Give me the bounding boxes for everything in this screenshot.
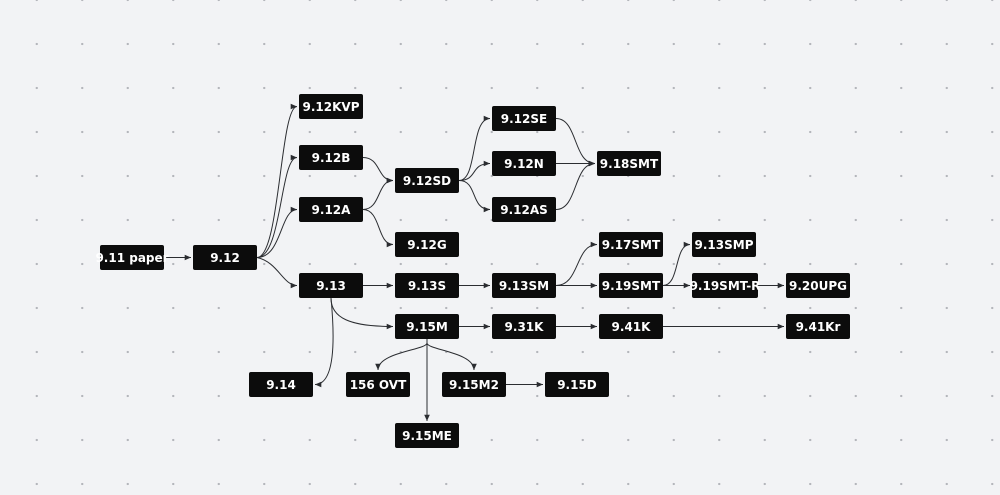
diagram-node[interactable]: 9.18SMT [597, 151, 661, 176]
edge-n12-n24 [314, 297, 334, 388]
diagram-node[interactable]: 9.12KVP [299, 94, 363, 119]
edge-n9-n10 [555, 160, 596, 210]
diagram-node[interactable]: 9.41K [599, 314, 663, 339]
diagram-node[interactable]: 9.13 [299, 273, 363, 298]
diagram-node[interactable]: 9.12B [299, 145, 363, 170]
edge-n20-n25 [375, 339, 428, 371]
diagram-node[interactable]: 9.13SMP [692, 232, 756, 257]
diagram-node[interactable]: 9.15ME [395, 423, 459, 448]
edge-n7-n10 [555, 118, 596, 167]
diagram-node[interactable]: 9.13S [395, 273, 459, 298]
diagram-node[interactable]: 156 OVT [346, 372, 410, 397]
edge-n2-n5 [256, 206, 298, 258]
edge-n14-n15 [555, 241, 598, 286]
diagram-node[interactable]: 9.11 paper [95, 245, 169, 270]
diagram-node[interactable]: 9.12G [395, 232, 459, 257]
edge-n6-n9 [458, 180, 491, 213]
diagram-node[interactable]: 9.41Kr [786, 314, 850, 339]
diagram-node[interactable]: 9.20UPG [786, 273, 850, 298]
diagram-node[interactable]: 9.15M [395, 314, 459, 339]
edge-n6-n8 [458, 160, 491, 181]
edge-n5-n11 [362, 209, 394, 248]
diagram-node[interactable]: 9.12SD [395, 168, 459, 193]
diagram-node[interactable]: 9.15M2 [442, 372, 506, 397]
edge-n20-n26 [426, 339, 477, 371]
edge-n4-n6 [362, 157, 394, 184]
diagram-node[interactable]: 9.12AS [492, 197, 556, 222]
diagram-node[interactable]: 9.12SE [492, 106, 556, 131]
diagram-node[interactable]: 9.12 [193, 245, 257, 270]
edge-n2-n4 [256, 154, 298, 258]
edge-n12-n20 [330, 297, 394, 330]
edge-n6-n7 [458, 115, 491, 181]
diagram-node[interactable]: 9.17SMT [599, 232, 663, 257]
diagram-node[interactable]: 9.15D [545, 372, 609, 397]
diagram-node[interactable]: 9.14 [249, 372, 313, 397]
edge-n2-n12 [256, 257, 298, 289]
diagram-node[interactable]: 9.19SMT [599, 273, 663, 298]
edge-n16-n17 [662, 241, 691, 286]
diagram-node[interactable]: 9.31K [492, 314, 556, 339]
edge-n5-n6 [362, 177, 394, 210]
diagram-node[interactable]: 9.12A [299, 197, 363, 222]
edge-n2-n3 [256, 103, 298, 258]
diagram-node[interactable]: 9.19SMT-R [690, 273, 760, 298]
diagram-node[interactable]: 9.13SM [492, 273, 556, 298]
diagram-node[interactable]: 9.12N [492, 151, 556, 176]
